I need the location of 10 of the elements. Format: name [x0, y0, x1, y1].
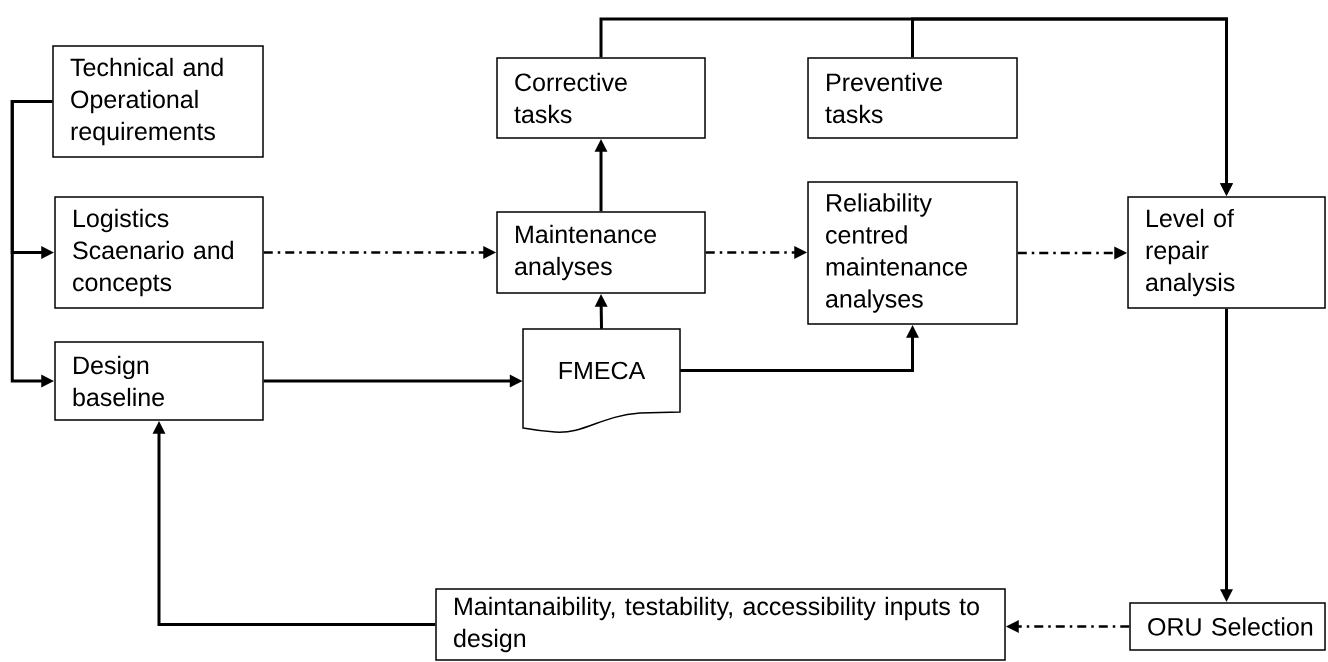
process-box: Reliability centred maintenance analyses: [807, 181, 1018, 325]
process-box: Logistics Scaenario and concepts: [54, 196, 264, 309]
process-box: Preventive tasks: [807, 57, 1018, 139]
process-box: Design baseline: [54, 341, 264, 421]
process-box: Maintenance analyses: [496, 211, 706, 294]
process-box: Maintanaibility, testability, accessibility inputs to design: [435, 588, 1006, 661]
process-box: Level of repair analysis: [1127, 196, 1326, 309]
process-box: Corrective tasks: [496, 57, 706, 139]
process-box: Technical and Operational requirements: [52, 45, 264, 158]
process-box: ORU Selection: [1129, 602, 1326, 651]
